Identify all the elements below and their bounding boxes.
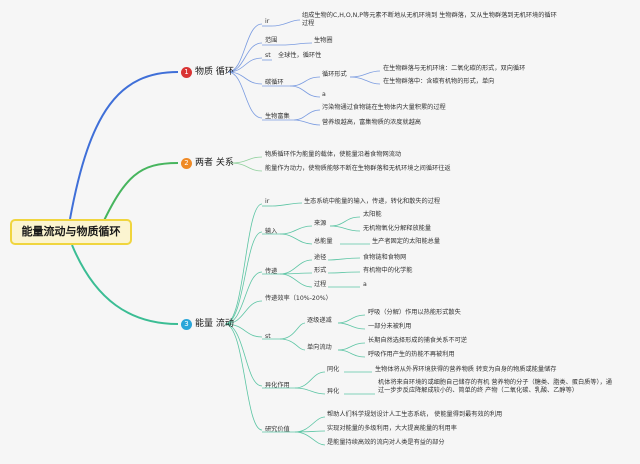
root-topic[interactable]: 能量流动与物质循环 <box>10 219 132 245</box>
node-carbon-a[interactable]: a <box>322 91 326 98</box>
node-ir[interactable]: ir <box>265 198 270 205</box>
node-pathway-value[interactable]: 食物链和食物网 <box>363 254 407 261</box>
node-relation-2[interactable]: 能量作为动力，使物质能够不断在生物群落和无机环境之间循环往返 <box>265 165 451 172</box>
branch-label: 物质 循环 <box>195 67 234 77</box>
node-decrease-2[interactable]: 一部分未被利用 <box>368 323 412 330</box>
node-efficiency[interactable]: 传递效率（10%-20%） <box>265 295 332 302</box>
number-badge-1: 1 <box>181 66 192 78</box>
node-research-2[interactable]: 实现对能量的多级利用，大大提高能量的利用率 <box>327 425 457 432</box>
node-process-value[interactable]: a <box>363 281 367 288</box>
node-decrease-1[interactable]: 呼吸（分解）作用以热能形式散失 <box>368 309 461 316</box>
node-ir-definition[interactable]: 组成生物的C,H,O,N,P等元素不断地从无机环境到 生物群落，又从生物群落到无… <box>302 12 557 27</box>
link-root-b3 <box>71 244 179 325</box>
node-form-value[interactable]: 有机物中的化学能 <box>363 267 413 274</box>
branch-label: 能量 流动 <box>195 319 234 329</box>
node-assimilation-value[interactable]: 生物体将从外界环境获得的营养物质 转变为自身的物质或能量储存 <box>375 366 557 373</box>
node-research-3[interactable]: 是能量持续高效的流向对人类是有益的部分 <box>327 439 445 446</box>
node-ir-definition[interactable]: 生态系统中能量的输入，传递，转化和散失的过程 <box>304 198 441 205</box>
node-total-energy-value[interactable]: 生产者固定的太阳能总量 <box>372 238 441 245</box>
node-cycle-form-1[interactable]: 在生物群落与无机环境：二氧化碳的形式，双向循环 <box>383 65 526 72</box>
node-decrease[interactable]: 逐级递减 <box>307 317 332 324</box>
node-total-energy[interactable]: 总能量 <box>314 238 333 245</box>
link-root-b1 <box>69 71 179 220</box>
node-input[interactable]: 输入 <box>265 228 278 235</box>
node-cycle-form[interactable]: 循环形式 <box>322 71 347 78</box>
node-form[interactable]: 形式 <box>314 267 327 274</box>
node-source[interactable]: 来源 <box>314 220 327 227</box>
node-dissimilation-value[interactable]: 机体将来自环境的或细胞自己储存的有机 营养物的分子（糖类、脂类、蛋白质等），通过… <box>378 379 612 394</box>
node-research-value[interactable]: 研究价值 <box>265 426 290 433</box>
branch-label: 两者 关系 <box>195 158 234 168</box>
number-badge-3: 3 <box>181 318 192 330</box>
node-transfer[interactable]: 传递 <box>265 268 278 275</box>
node-assimilation[interactable]: 同化 <box>327 366 340 373</box>
node-process[interactable]: 过程 <box>314 281 327 288</box>
node-source-solar[interactable]: 太阳能 <box>363 211 382 218</box>
node-one-way-1[interactable]: 长期自然选择形成的捕食关系不可逆 <box>368 337 467 344</box>
node-ir[interactable]: ir <box>265 18 270 25</box>
node-one-way[interactable]: 单向流动 <box>307 344 332 351</box>
node-scope-value[interactable]: 生物圈 <box>314 37 333 44</box>
node-cycle-form-2[interactable]: 在生物群落中：含碳有机物的形式，单向 <box>383 78 495 85</box>
node-st-value[interactable]: 全球性，循环性 <box>278 52 322 59</box>
node-carbon-cycle[interactable]: 碳循环 <box>265 79 284 86</box>
number-badge-2: 2 <box>181 157 192 169</box>
node-st[interactable]: st <box>265 333 271 340</box>
node-scope[interactable]: 范围 <box>265 37 278 44</box>
node-one-way-2[interactable]: 呼吸作用产生的热能不再被利用 <box>368 351 455 358</box>
node-dissimilation[interactable]: 异化 <box>327 388 340 395</box>
link-root-b2 <box>99 162 179 230</box>
node-source-inorganic[interactable]: 无机物氧化分解释放能量 <box>363 225 432 232</box>
node-catabolism[interactable]: 异化作用 <box>265 382 290 389</box>
node-relation-1[interactable]: 物质循环作为能量的载体，使能量沿着食物网流动 <box>265 151 402 158</box>
node-biomagnification-2[interactable]: 营养级越高，富集物质的浓度就越高 <box>322 119 421 126</box>
node-research-1[interactable]: 帮助人们科学规划设计人工生态系统， 使能量得到最有效的利用 <box>327 411 503 418</box>
node-st[interactable]: st <box>265 52 271 59</box>
node-pathway[interactable]: 途径 <box>314 254 327 261</box>
node-biomagnification[interactable]: 生物富集 <box>265 113 290 120</box>
node-biomagnification-1[interactable]: 污染物通过食物链在生物体内大量积累的过程 <box>322 104 446 111</box>
